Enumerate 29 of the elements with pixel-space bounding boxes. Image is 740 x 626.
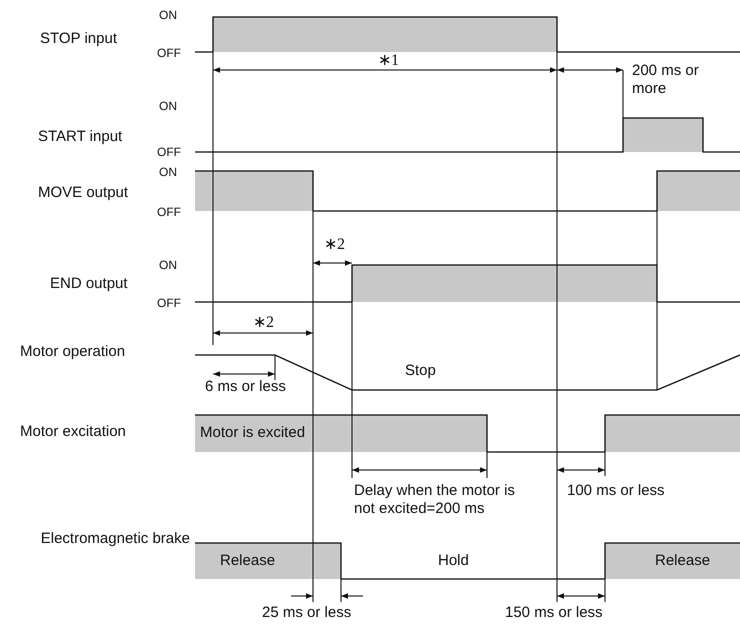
signal-name: Electromagnetic brake [40,530,190,548]
signal-name: START input [38,128,122,146]
note-mark: ∗2 [253,314,274,332]
signal-name: Motor operation [20,343,126,361]
timing-label: Delay when the motor is not excited=200 ms [354,482,516,518]
level-label: ON [159,164,177,181]
level-label: OFF [157,204,181,221]
timing-label: 150 ms or less [505,604,603,622]
state-label: Release [655,552,710,570]
signal-name: MOVE output [38,184,128,202]
timing-label: 6 ms or less [205,378,286,396]
state-label: Motor is excited [200,424,306,442]
note-mark: ∗1 [378,52,399,70]
level-label: OFF [157,295,181,312]
level-label: ON [159,7,177,24]
level-label: ON [159,98,177,115]
signal-name: Motor excitation [20,423,126,441]
level-label: OFF [157,144,181,161]
state-label: Release [220,552,276,570]
note-mark: ∗2 [324,236,345,254]
timing-label: 200 ms or more [632,62,700,98]
state-label: Stop [405,362,436,380]
timing-label: 100 ms or less [567,482,665,500]
timing-label: 25 ms or less [262,604,352,622]
signal-name: END output [50,275,128,293]
level-label: ON [159,257,177,274]
level-label: OFF [157,45,181,62]
signal-name: STOP input [40,30,117,48]
state-label: Hold [438,552,469,570]
